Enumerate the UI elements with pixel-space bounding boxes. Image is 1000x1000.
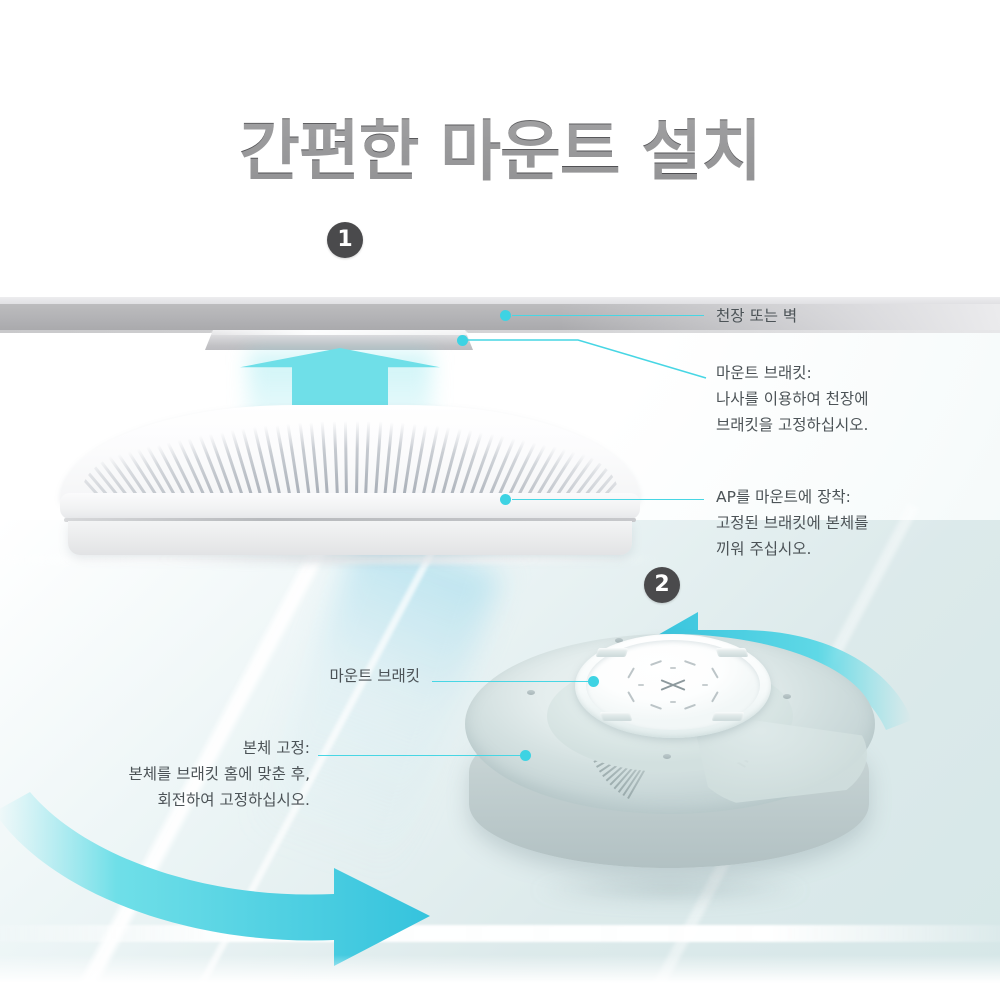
callout-mount-bracket-line-1: 나사를 이용하여 천장에 <box>716 390 869 408</box>
leader-line-ap-mount <box>512 499 704 501</box>
callout-body-fix: 본체 고정: 본체를 브래킷 홈에 맞춘 후, 회전하여 고정하십시오. <box>0 735 311 813</box>
leader-dot-ceiling <box>500 310 511 321</box>
callout-bracket-2-heading: 마운트 브래킷 <box>329 667 421 685</box>
callout-body-fix-line-2: 회전하여 고정하십시오. <box>157 791 310 809</box>
callout-ap-mount-line-2: 끼워 주십시오. <box>716 540 812 558</box>
screw-hole-2 <box>527 690 535 695</box>
leader-line-ceiling <box>512 315 704 317</box>
leader-dot-body-fix <box>520 750 531 761</box>
step-badge-2: 2 <box>644 567 680 603</box>
ap-device-top-view <box>455 612 885 912</box>
bracket-tab-3 <box>599 712 633 721</box>
step-badge-1: 1 <box>327 222 363 258</box>
mount-bracket-plate <box>205 330 473 350</box>
callout-ap-mount: AP를 마운트에 장착: 고정된 브래킷에 본체를 끼워 주십시오. <box>716 484 868 562</box>
bracket-tab-1 <box>595 648 629 657</box>
callout-ap-mount-line-1: 고정된 브래킷에 본체를 <box>716 514 869 532</box>
ceiling-top-edge <box>0 297 1000 304</box>
page-title: 간편한 마운트 설치 <box>0 98 1000 194</box>
rotation-arrow-bottom <box>0 790 630 970</box>
callout-bracket-2: 마운트 브래킷 <box>0 663 421 689</box>
bracket-tab-4 <box>711 712 745 721</box>
screw-hole-3 <box>783 694 791 699</box>
callout-mount-bracket-line-2: 브래킷을 고정하십시오. <box>716 416 869 434</box>
screw-hole-1 <box>615 638 623 643</box>
screw-hole-4 <box>663 754 671 759</box>
ap-seam-line <box>64 518 636 522</box>
bottom-fade <box>0 955 1000 1000</box>
callout-body-fix-heading: 본체 고정: <box>242 739 310 757</box>
callout-body-fix-line-1: 본체를 브래킷 홈에 맞춘 후, <box>128 765 311 783</box>
leader-line-bracket <box>466 339 707 379</box>
callout-ceiling: 천장 또는 벽 <box>716 303 797 329</box>
ap-device-2-shadow <box>470 868 870 912</box>
ceiling-highlight <box>560 304 1000 331</box>
leader-dot-bracket <box>457 335 468 346</box>
background-top-white <box>0 0 1000 300</box>
leader-dot-bracket-2 <box>588 676 599 687</box>
mount-bracket-plate-highlight <box>207 330 471 335</box>
light-streak-horizontal-upper <box>0 555 660 564</box>
ap-base-band <box>68 521 632 555</box>
bracket-tab-2 <box>715 648 749 657</box>
ap-device-side-view <box>60 405 640 555</box>
ap-rim <box>60 493 640 519</box>
callout-ap-mount-heading: AP를 마운트에 장착: <box>716 488 851 506</box>
callout-mount-bracket: 마운트 브래킷: 나사를 이용하여 천장에 브래킷을 고정하십시오. <box>716 360 868 438</box>
leader-line-bracket-2 <box>432 681 592 683</box>
ceiling-bottom-edge <box>0 330 1000 333</box>
leader-line-body-fix <box>318 755 526 757</box>
leader-dot-ap-mount <box>500 494 511 505</box>
x-mark-icon <box>660 674 686 696</box>
callout-ceiling-heading: 천장 또는 벽 <box>716 307 798 325</box>
callout-mount-bracket-heading: 마운트 브래킷: <box>716 364 812 382</box>
